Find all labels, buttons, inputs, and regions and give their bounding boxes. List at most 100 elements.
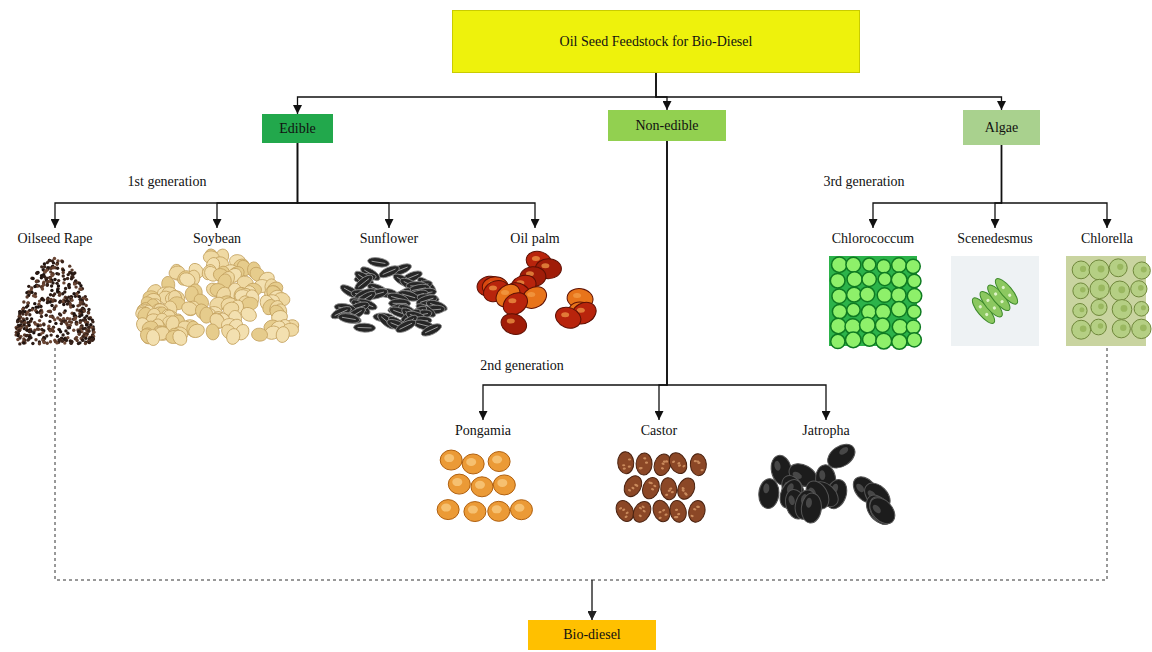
picture-part xyxy=(908,274,921,287)
picture-part xyxy=(832,289,847,304)
picture-part xyxy=(628,488,632,491)
picture-part xyxy=(70,320,73,323)
picture-part xyxy=(1001,285,1006,290)
picture-part xyxy=(49,310,52,313)
picture-part xyxy=(630,498,655,525)
picture-part xyxy=(863,258,876,271)
picture-part xyxy=(892,258,907,273)
picture-part xyxy=(621,473,646,500)
picture-part xyxy=(1091,299,1107,315)
box-label: Algae xyxy=(985,119,1018,137)
picture-part xyxy=(1098,285,1105,292)
picture-part xyxy=(70,298,73,301)
picture-part xyxy=(687,499,708,524)
picture-part xyxy=(52,294,55,297)
picture-part xyxy=(35,310,38,313)
picture-part xyxy=(661,467,665,470)
picture-part xyxy=(437,500,459,520)
picture-part xyxy=(1112,300,1132,320)
category-box: Algae xyxy=(963,110,1040,145)
picture-part xyxy=(46,301,49,304)
picture-part xyxy=(1112,320,1130,338)
picture-part xyxy=(146,329,161,346)
picture-part xyxy=(573,293,581,298)
picture-part xyxy=(18,329,21,332)
item-label: Soybean xyxy=(193,230,241,248)
picture-part xyxy=(672,460,676,463)
picture-part xyxy=(251,327,268,342)
picture-part xyxy=(92,330,95,333)
picture-part xyxy=(1080,266,1086,272)
picture-part xyxy=(38,319,41,322)
picture-part xyxy=(76,304,79,307)
picture-part xyxy=(690,515,694,518)
picture-part xyxy=(58,301,61,304)
picture-part xyxy=(440,450,462,470)
picture-part xyxy=(62,311,65,314)
picture-part xyxy=(464,502,486,522)
jatropha-picture xyxy=(758,439,900,528)
picture-part xyxy=(493,475,515,495)
picture-part xyxy=(492,505,502,513)
picture-part xyxy=(49,329,52,332)
picture-part xyxy=(507,319,515,324)
picture-part xyxy=(1120,325,1126,331)
picture-part xyxy=(91,338,94,341)
soy-picture xyxy=(134,247,301,348)
picture-part xyxy=(1072,261,1090,279)
arrow-connector xyxy=(217,143,298,228)
picture-part xyxy=(37,333,40,336)
picture-part xyxy=(640,475,663,501)
category-box: Edible xyxy=(262,114,333,143)
picture-part xyxy=(32,331,35,334)
picture-part xyxy=(906,259,920,273)
picture-part xyxy=(69,305,72,308)
picture-part xyxy=(1141,305,1146,310)
picture-part xyxy=(46,267,49,270)
picture-part xyxy=(63,278,66,281)
picture-part xyxy=(69,342,72,345)
picture-part xyxy=(847,272,862,287)
picture-part xyxy=(462,454,484,474)
picture-part xyxy=(675,516,679,519)
picture-part xyxy=(651,488,655,491)
picture-part xyxy=(91,338,94,341)
picture-part xyxy=(488,452,510,472)
picture-part xyxy=(876,333,892,349)
picture-part xyxy=(684,492,688,495)
picture-part xyxy=(22,341,25,344)
picture-part xyxy=(471,477,493,497)
picture-part xyxy=(1079,307,1084,312)
picture-part xyxy=(774,460,782,471)
picture-part xyxy=(66,332,69,335)
picture-part xyxy=(49,333,52,336)
picture-part xyxy=(510,500,532,520)
picture-part xyxy=(992,306,997,311)
picture-part xyxy=(40,315,43,318)
picture-part xyxy=(53,308,56,311)
picture-part xyxy=(61,333,64,336)
picture-part xyxy=(1080,325,1087,332)
picture-part xyxy=(67,273,70,276)
picture-part xyxy=(986,298,991,303)
picture-part xyxy=(662,509,666,512)
picture-part xyxy=(906,320,920,334)
picture-part xyxy=(74,282,77,285)
picture-part xyxy=(617,451,634,474)
picture-part xyxy=(561,312,569,317)
arrow-connector xyxy=(656,73,1002,110)
picture-part xyxy=(636,453,653,476)
picture-part xyxy=(88,341,91,344)
picture-part xyxy=(64,287,67,290)
picture-part xyxy=(78,333,81,336)
picture-part xyxy=(628,458,631,460)
picture-part xyxy=(420,321,444,338)
picture-part xyxy=(35,271,38,274)
picture-part xyxy=(49,340,52,343)
picture-part xyxy=(225,327,242,346)
picture-part xyxy=(25,305,28,308)
picture-part xyxy=(275,325,291,344)
picture-part xyxy=(641,505,645,508)
picture-part xyxy=(353,323,375,333)
picture-part xyxy=(372,261,386,263)
